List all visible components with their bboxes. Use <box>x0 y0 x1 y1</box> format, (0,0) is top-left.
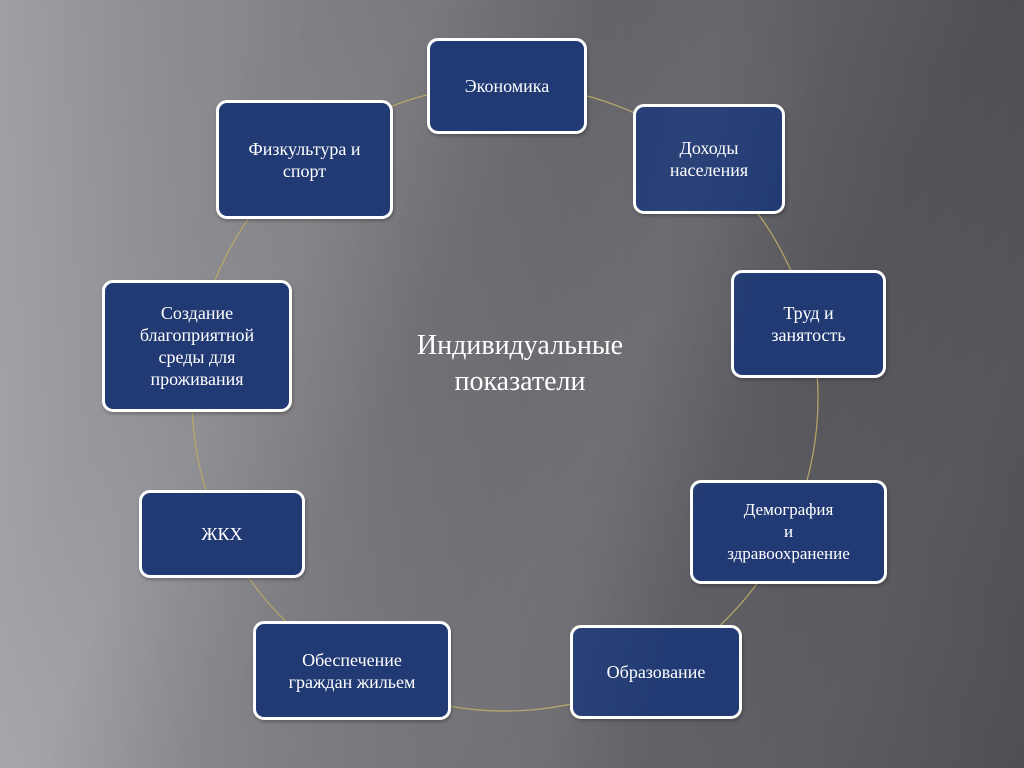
node-labor-label: Труд и занятость <box>771 303 846 345</box>
node-housing[interactable]: Обеспечение граждан жильем <box>253 621 451 720</box>
node-economy[interactable]: Экономика <box>427 38 587 134</box>
node-labor[interactable]: Труд и занятость <box>731 270 886 378</box>
node-income[interactable]: Доходы населения <box>633 104 785 214</box>
node-housing-label: Обеспечение граждан жильем <box>288 649 416 692</box>
node-education-label: Образование <box>606 662 706 682</box>
node-sport[interactable]: Физкультура и спорт <box>216 100 393 219</box>
node-utilities[interactable]: ЖКХ <box>139 490 305 578</box>
node-education[interactable]: Образование <box>570 625 742 719</box>
node-sport-label: Физкультура и спорт <box>248 138 361 181</box>
node-income-label: Доходы населения <box>669 138 749 180</box>
node-economy-label: Экономика <box>464 76 550 96</box>
node-demography[interactable]: Демография и здравоохранение <box>690 480 887 584</box>
node-utilities-label: ЖКХ <box>201 524 243 544</box>
node-environment-label: Создание благоприятной среды для прожива… <box>139 303 255 389</box>
node-environment[interactable]: Создание благоприятной среды для прожива… <box>102 280 292 412</box>
node-demography-label: Демография и здравоохранение <box>727 500 850 563</box>
center-title: Индивидуальные показатели <box>416 330 624 397</box>
